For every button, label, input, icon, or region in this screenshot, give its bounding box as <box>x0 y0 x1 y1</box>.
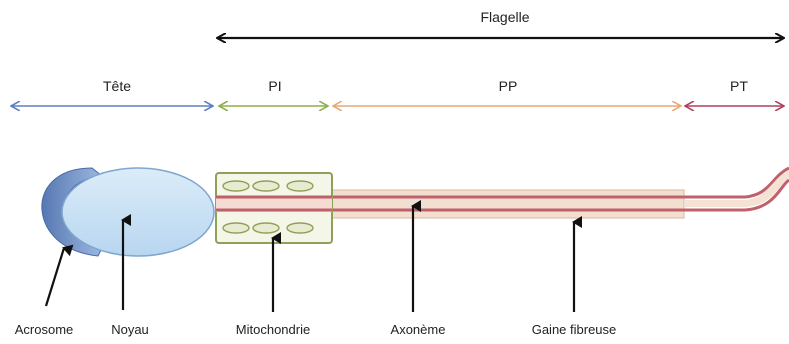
terminal-piece-shape <box>684 170 789 207</box>
axoneme-label: Axonème <box>391 322 446 337</box>
mitochondrion-shape <box>253 223 279 233</box>
noyau-shape <box>62 168 214 256</box>
middle-piece <box>216 173 332 243</box>
acrosome-pointer <box>46 248 64 306</box>
flagelle-label: Flagelle <box>480 9 529 25</box>
noyau-label: Noyau <box>111 322 149 337</box>
mitochondrie-label: Mitochondrie <box>236 322 310 337</box>
pi-label: PI <box>268 78 281 94</box>
gaine-fibreuse-shape <box>332 190 684 218</box>
pp-label: PP <box>499 78 518 94</box>
mitochondrion-shape <box>223 181 249 191</box>
acrosome-label: Acrosome <box>15 322 74 337</box>
gaine-fibreuse-label: Gaine fibreuse <box>532 322 617 337</box>
mitochondrion-shape <box>287 223 313 233</box>
mitochondrion-shape <box>287 181 313 191</box>
mitochondrion-shape <box>223 223 249 233</box>
mitochondrion-shape <box>253 181 279 191</box>
tete-label: Tête <box>103 78 131 94</box>
pt-label: PT <box>730 78 748 94</box>
